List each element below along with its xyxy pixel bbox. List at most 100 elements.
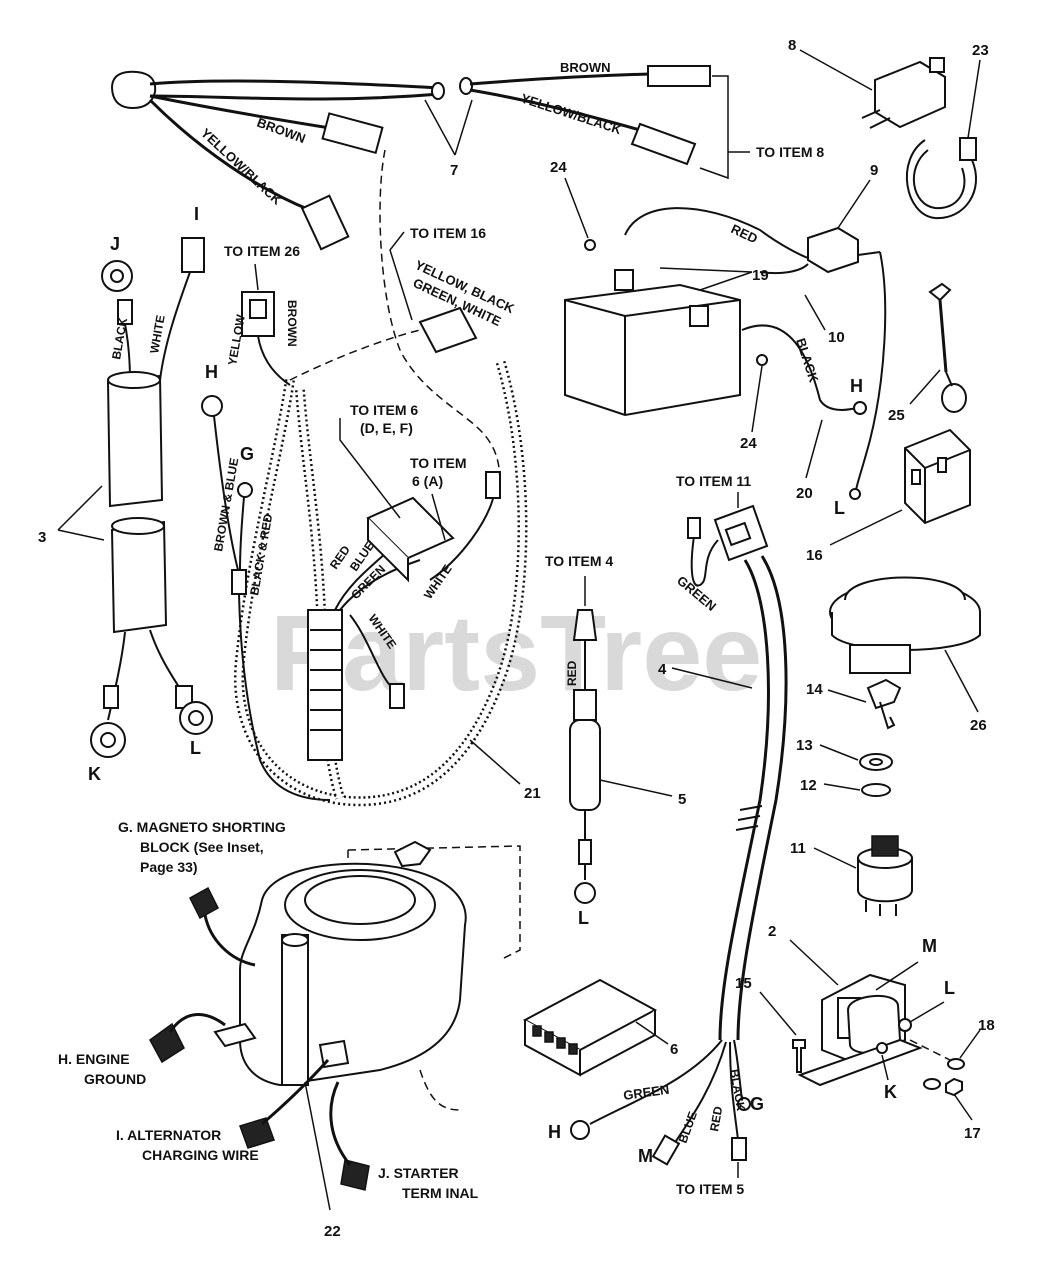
cable-25-shaft (938, 299, 948, 373)
white-wire-6b-end (389, 683, 405, 709)
leader-M-switch (875, 961, 919, 991)
leader-4 (671, 667, 753, 689)
connector-6-pin-4 (568, 1043, 578, 1055)
white-wire-6a (429, 489, 496, 581)
clip-band-inner (912, 149, 966, 210)
ring-K-hole (100, 732, 116, 748)
arrow-h-tail (149, 1022, 185, 1064)
buzzer-terminal-block (849, 644, 911, 674)
ring-L-hole (188, 710, 204, 726)
engine-note-j-line1: J. STARTER (378, 1165, 459, 1181)
terminal-J-cable3: J (110, 234, 120, 254)
leader-18 (959, 1029, 981, 1059)
item-8-switch: 8 (788, 37, 946, 129)
item-number-8: 8 (788, 37, 796, 54)
switch-2-terminal-L (898, 1018, 912, 1032)
callout-to-item-4: TO ITEM 4 (545, 553, 613, 569)
item-16-socket: 16 (806, 428, 971, 564)
loom-21-outer-core (236, 359, 525, 804)
bracket-foot (797, 1038, 923, 1087)
black-ground-wire-20 (741, 324, 857, 411)
item-21-loom: 21 RED BLUE GREEN WHITE WHITE TO ITEM 6 … (234, 358, 541, 807)
item-number-21: 21 (524, 785, 541, 802)
leader-2 (789, 939, 839, 986)
terminal-K-cable3: K (88, 764, 101, 784)
engine-tube-top (281, 933, 309, 947)
harness-brown-right (469, 72, 651, 86)
nut-13-hole (869, 758, 883, 766)
item-2-seat-switch: 2 M L K 15 18 17 (735, 923, 995, 1142)
leader-3b (57, 529, 105, 541)
terminal-M-item4-connector (651, 1134, 681, 1166)
ignition-switch-assembly: 14 13 12 11 (790, 678, 913, 916)
nut-24-top (584, 239, 596, 251)
leader-3a (57, 485, 103, 531)
item-7-harness: BROWN YELLOW/BLACK BROWN YELLOW/BLACK 7 … (110, 60, 824, 251)
loom-21-wrap (307, 609, 343, 761)
leader-26 (944, 649, 979, 713)
item-25-cable: 25 (888, 282, 967, 424)
wire-label-blue-m: BLUE (676, 1110, 700, 1145)
item-number-9: 9 (870, 162, 878, 179)
terminal-ring-G-item4 (737, 1097, 751, 1111)
item-5-fuse-body (569, 719, 601, 811)
leader-21 (469, 739, 521, 785)
sleeve-3-lower (110, 520, 168, 634)
leader-20 (805, 419, 823, 479)
engine: 22 G. MAGNETO SHORTING BLOCK (See Inset,… (58, 819, 521, 1240)
terminal-K-switch: K (884, 1082, 897, 1102)
connector-brown-left (321, 112, 384, 155)
green-wire-11 (690, 529, 719, 587)
leader-16 (829, 509, 903, 546)
battery: 19 24 24 BLACK H 20 (550, 159, 867, 502)
engine-tube (281, 934, 309, 1086)
item-number-10: 10 (828, 329, 845, 346)
wires-to-item-6-b (339, 559, 421, 611)
buzzer-dome (844, 576, 966, 601)
item-number-19: 19 (752, 267, 769, 284)
item-23-clip: 23 (905, 42, 989, 220)
item-number-25: 25 (888, 407, 905, 424)
wire-26-to-loom (257, 335, 291, 386)
harness-4-outer-b (736, 555, 788, 1041)
connector-yellow-right (630, 122, 697, 166)
item-9-fuse-holder: RED 9 10 L (624, 162, 887, 518)
harness-cut-end-right (459, 77, 473, 95)
connector-brown-right (647, 65, 711, 87)
red-wire-9 (624, 207, 809, 259)
wire-label-red-9: RED (729, 221, 760, 246)
wire-label-green-h: GREEN (622, 1082, 670, 1103)
callout-to-item-5: TO ITEM 5 (676, 1181, 744, 1197)
callout-to-item-8: TO ITEM 8 (756, 144, 824, 160)
item-number-16: 16 (806, 547, 823, 564)
item-number-24-top: 24 (550, 159, 567, 176)
leader-to-item-6-a (431, 493, 446, 541)
switch-terminal-1 (861, 109, 881, 119)
callout-to-item-11: TO ITEM 11 (676, 473, 751, 489)
cable-3-black-bottom (107, 631, 126, 721)
engine-note-h-line1: H. ENGINE (58, 1051, 130, 1067)
switch-2-terminal-K (876, 1042, 888, 1054)
clip-head (959, 137, 977, 161)
terminal-ring-H-battery (853, 401, 867, 415)
switch-plunger (929, 57, 945, 73)
terminal-M-switch: M (922, 936, 937, 956)
key-blade (879, 701, 896, 730)
connector-11-window (724, 521, 752, 547)
arrow-j-tail (340, 1159, 370, 1191)
sleeve-3-upper-top (107, 371, 161, 389)
terminal-L-cable3: L (190, 738, 201, 758)
wire-label-brown-26: BROWN (285, 300, 299, 347)
terminal-L-battery: L (834, 498, 845, 518)
battery-post-negative (689, 305, 709, 327)
callout-to-item-6-a-line1: TO ITEM (410, 455, 467, 471)
black-wire-g (733, 1039, 743, 1101)
cable-25-end (941, 383, 967, 413)
harness-brown-left (149, 94, 331, 130)
dashed-route-16 (379, 149, 501, 491)
fuse-wire-to-L (855, 251, 887, 491)
engine-note-g-line2: BLOCK (See Inset, (140, 839, 264, 855)
engine-note-g-line1: G. MAGNETO SHORTING (118, 819, 286, 835)
wire-black-red (239, 496, 245, 571)
item-number-26: 26 (970, 717, 987, 734)
